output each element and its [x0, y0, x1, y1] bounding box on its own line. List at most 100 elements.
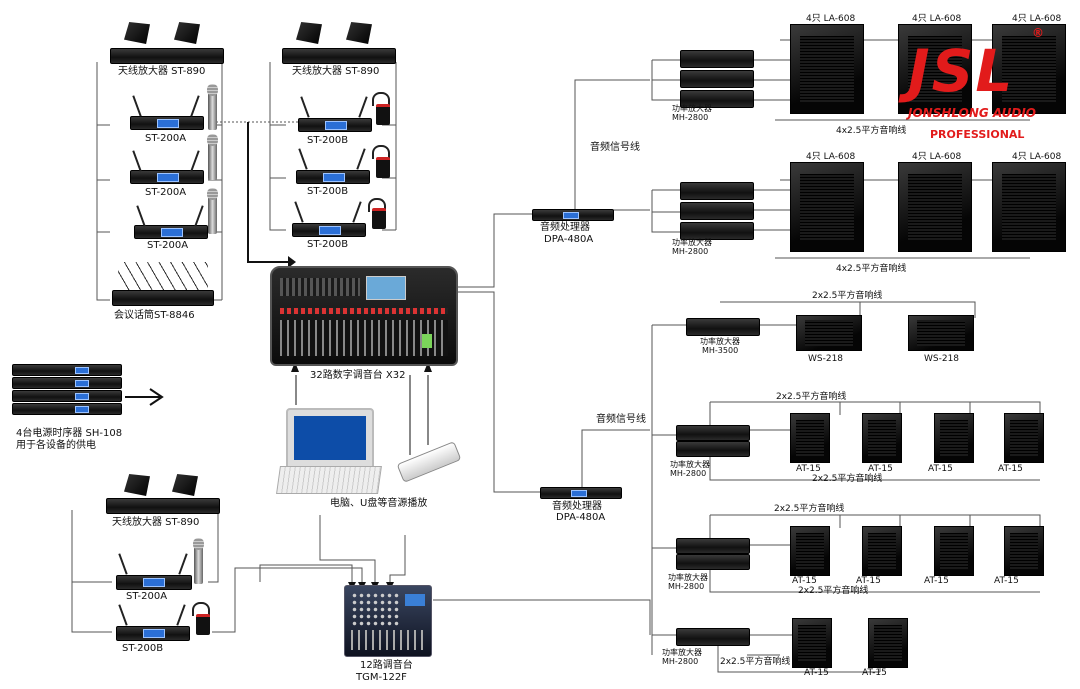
power-amp-5b: [676, 554, 750, 570]
brand-subtitle: JONSHLONG AUDIO: [908, 106, 1037, 120]
power-seq-desc: 用于各设备的供电: [16, 440, 96, 451]
at15-label: AT-15: [856, 576, 881, 586]
at15-label: AT-15: [998, 464, 1023, 474]
line-array-la608-6: [992, 162, 1066, 252]
st200a-label: ST-200A: [145, 187, 187, 198]
handheld-mic-icon: [193, 538, 204, 584]
amp5-model: MH-2800: [668, 582, 705, 591]
power-seq-label: 4台电源时序器 SH-108: [16, 428, 123, 439]
brand-logo: JSL: [908, 37, 1015, 105]
power-amp-5a: [676, 538, 750, 554]
speaker-at15-1: [790, 413, 830, 463]
laptop-keyboard: [276, 466, 382, 494]
power-amp-1a: [680, 50, 754, 68]
antenna-icon: [172, 474, 198, 496]
line-array-la608-3: [992, 24, 1066, 114]
power-amp-4b: [676, 441, 750, 457]
receiver-st200a-3: [134, 225, 208, 239]
subwoofer-ws218-1: [796, 315, 862, 351]
antenna-icon: [174, 22, 200, 44]
gooseneck-mics-icon: [118, 262, 208, 290]
antenna-icon: [296, 22, 322, 44]
power-amp-1c: [680, 90, 754, 108]
antenna-amp-st890-tm: [282, 48, 396, 64]
ws218-label: WS-218: [924, 354, 960, 364]
processor-2-label: 音频处理器: [552, 501, 602, 512]
receiver-st200b-3: [292, 223, 366, 237]
subwoofer-ws218-2: [908, 315, 974, 351]
speaker-at15-9: [792, 618, 832, 668]
conference-mic-base: [112, 290, 214, 306]
cable-2x2.5-label: 2x2.5平方音响线: [798, 586, 869, 596]
receiver-st200a-4: [116, 575, 192, 590]
power-amp-1b: [680, 70, 754, 88]
speaker-at15-3: [934, 413, 974, 463]
power-sequencer-3: [12, 390, 122, 402]
laptop-icon: [286, 408, 374, 468]
antenna-icon: [124, 22, 150, 44]
audio-processor-2: [540, 487, 622, 499]
at15-label: AT-15: [796, 464, 821, 474]
speaker-at15-5: [790, 526, 830, 576]
cable-4x2.5-label: 4x2.5平方音响线: [836, 126, 907, 136]
st200b-label: ST-200B: [307, 186, 349, 197]
at15-label: AT-15: [862, 668, 887, 678]
amp4-label: 功率放大器: [670, 460, 710, 469]
digital-mixer-label: 32路数字调音台 X32: [310, 370, 406, 381]
la608-label: 4只 LA-608: [1012, 152, 1062, 162]
antenna-amp-label: 天线放大器 ST-890: [292, 66, 380, 77]
power-amp-4a: [676, 425, 750, 441]
st200b-label: ST-200B: [307, 135, 349, 146]
line-array-la608-5: [898, 162, 972, 252]
cable-4x2.5-label: 4x2.5平方音响线: [836, 264, 907, 274]
antenna-icon: [124, 474, 150, 496]
antenna-amp-st890-tl: [110, 48, 224, 64]
signal-line-label-2: 音频信号线: [596, 414, 646, 425]
headset-icon: [372, 145, 390, 159]
at15-label: AT-15: [868, 464, 893, 474]
processor-2-model: DPA-480A: [556, 512, 606, 523]
mixer-12ch: [344, 585, 432, 657]
at15-label: AT-15: [924, 576, 949, 586]
amp4-model: MH-2800: [670, 469, 707, 478]
handheld-mic-icon: [207, 134, 218, 180]
headset-icon: [192, 602, 210, 616]
amp6-model: MH-2800: [662, 657, 699, 666]
speaker-at15-6: [862, 526, 902, 576]
receiver-st200a-2: [130, 170, 204, 184]
amp2-label: 功率放大器: [672, 238, 712, 247]
power-amp-2c: [680, 222, 754, 240]
headset-icon: [372, 92, 390, 106]
pc-usb-label: 电脑、U盘等音源播放: [330, 498, 428, 509]
brand-tagline: PROFESSIONAL: [930, 128, 1025, 141]
speaker-at15-8: [1004, 526, 1044, 576]
cable-2x2.5-label: 2x2.5平方音响线: [720, 657, 791, 667]
speaker-at15-10: [868, 618, 908, 668]
bodypack-icon: [196, 614, 210, 635]
cable-2x2.5-label: 2x2.5平方音响线: [812, 291, 883, 301]
audio-processor-1: [532, 209, 614, 221]
signal-line-label-1: 音频信号线: [590, 142, 640, 153]
speaker-at15-7: [934, 526, 974, 576]
amp2-model: MH-2800: [672, 247, 709, 256]
bodypack-icon: [376, 104, 390, 125]
handheld-mic-icon: [207, 84, 218, 130]
bodypack-icon: [376, 157, 390, 178]
antenna-amp-label: 天线放大器 ST-890: [112, 517, 200, 528]
line-array-la608-1: [790, 24, 864, 114]
amp3-label: 功率放大器: [700, 337, 740, 346]
la608-label: 4只 LA-608: [806, 14, 856, 24]
power-amp-3: [686, 318, 760, 336]
amp1-label: 功率放大器: [672, 104, 712, 113]
st200b-label: ST-200B: [307, 239, 349, 250]
mixer12-label-2: TGM-122F: [356, 672, 407, 683]
conference-mic-label: 会议话筒ST-8846: [114, 310, 195, 321]
la608-label: 4只 LA-608: [912, 152, 962, 162]
digital-mixer-x32: [270, 266, 458, 366]
cable-2x2.5-label: 2x2.5平方音响线: [776, 392, 847, 402]
at15-label: AT-15: [994, 576, 1019, 586]
power-sequencer-2: [12, 377, 122, 389]
line-array-la608-2: [898, 24, 972, 114]
amp6-label: 功率放大器: [662, 648, 702, 657]
